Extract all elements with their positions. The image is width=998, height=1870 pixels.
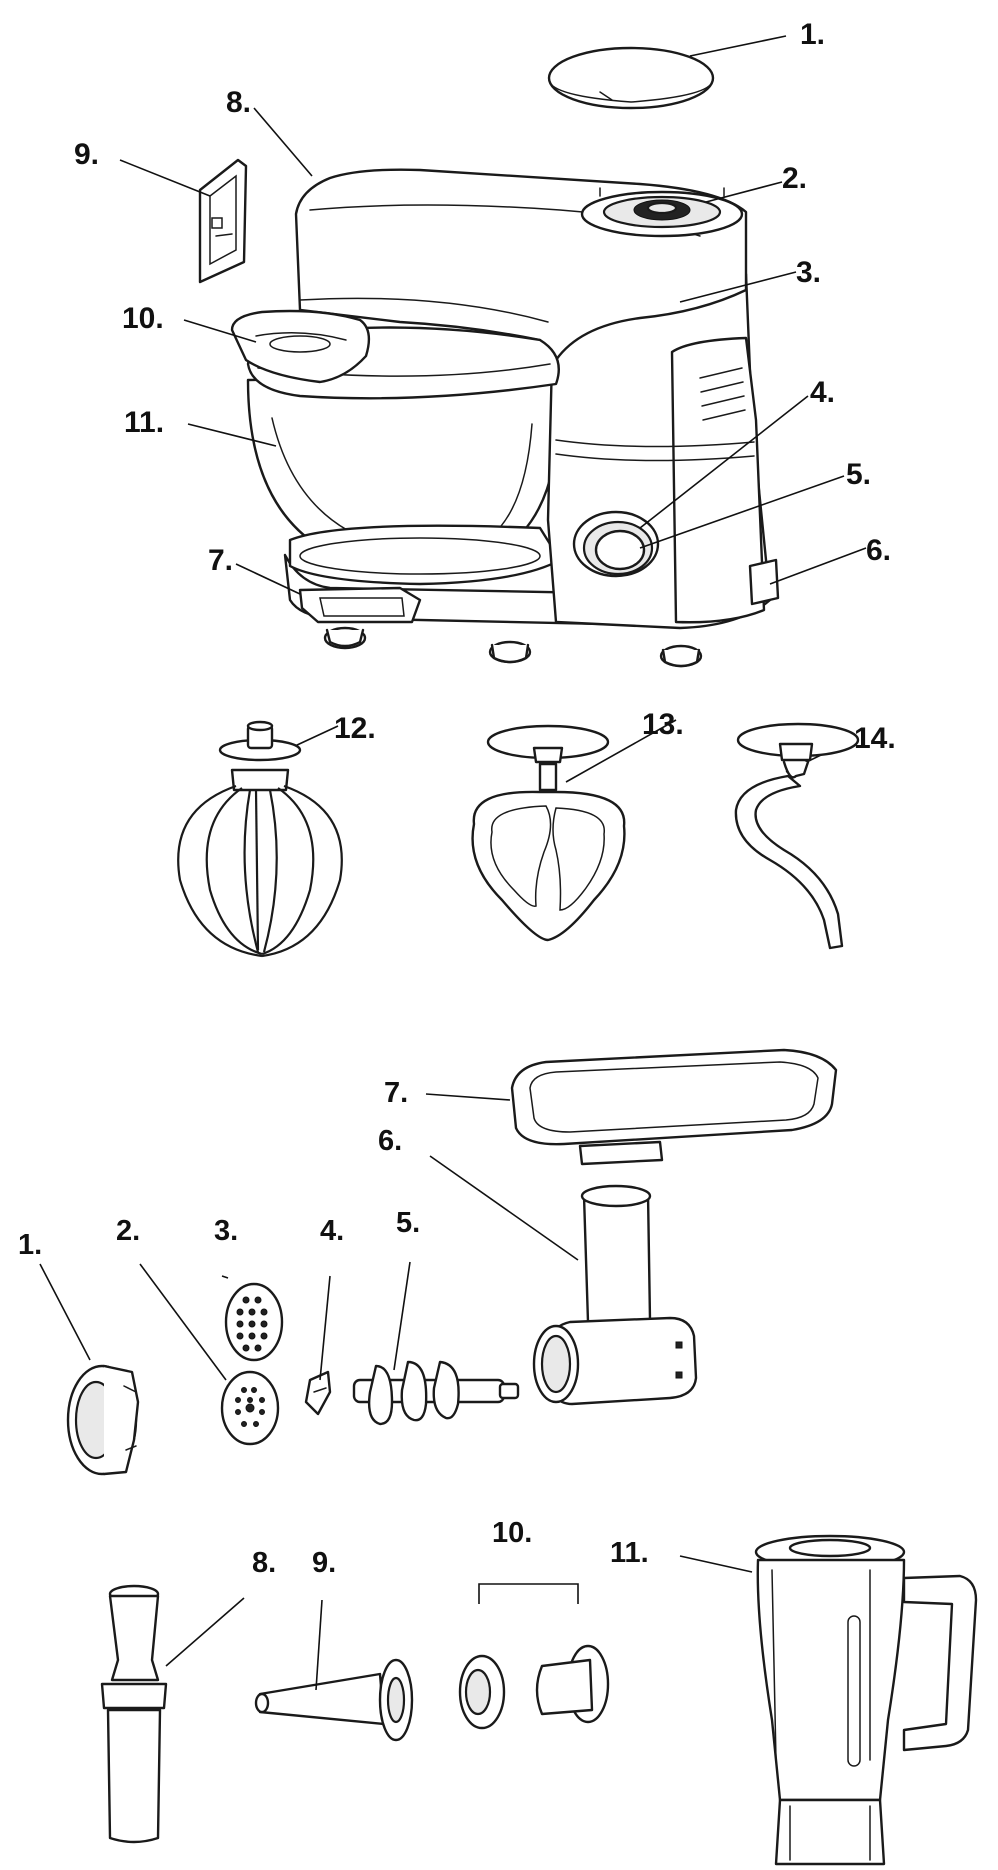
- grinder-label-7: 7.: [384, 1077, 408, 1109]
- grinder-label-2: 2.: [116, 1215, 140, 1247]
- grinder-label-group: 1. 2. 3. 4. 5. 6. 7. 8. 9. 10. 11.: [18, 1077, 649, 1579]
- grinder-part-2-fine-plate: [220, 1370, 280, 1446]
- grinder-label-10: 10.: [492, 1517, 532, 1549]
- mixer-label-group: 1. 2. 3. 4. 5. 6. 7. 8. 9. 10. 11. 12. 1…: [74, 18, 896, 755]
- mixer-part-14-dough-hook: [734, 722, 860, 950]
- grinder-label-3: 3.: [214, 1215, 238, 1247]
- grinder-label-6: 6.: [378, 1125, 402, 1157]
- grinder-part-11-blender-jug: [754, 1534, 978, 1866]
- grinder-label-11: 11.: [610, 1537, 649, 1569]
- mixer-part-1-top-cover: [547, 46, 715, 110]
- grinder-leaders: [39, 1093, 753, 1691]
- mixer-label-12: 12.: [334, 712, 376, 745]
- mixer-part-7-tilt-lever: [298, 586, 422, 624]
- mixer-label-8: 8.: [226, 86, 251, 119]
- grinder-part-1-ring-nut: [66, 1364, 140, 1476]
- mixer-part-9-outlet-cover: [198, 158, 248, 284]
- grinder-part-7-tray: [510, 1048, 838, 1166]
- mixer-label-11: 11.: [124, 406, 164, 439]
- grinder-part-10-kibbe-attachments: [458, 1583, 610, 1730]
- grinder-part-8-pusher: [100, 1584, 168, 1844]
- grinder-part-9-sausage-horn: [254, 1658, 414, 1742]
- grinder-label-5: 5.: [396, 1207, 420, 1239]
- grinder-part-6-body: [532, 1184, 698, 1406]
- mixer-label-1: 1.: [800, 18, 825, 51]
- mixer-label-5: 5.: [846, 458, 871, 491]
- mixer-part-13-flat-beater: [471, 724, 626, 942]
- grinder-label-4: 4.: [320, 1215, 344, 1247]
- mixer-label-13: 13.: [642, 708, 684, 741]
- mixer-part-4-5-speed-knob: [572, 510, 660, 578]
- grinder-part-4-blade: [304, 1370, 332, 1416]
- mixer-label-4: 4.: [810, 376, 835, 409]
- grinder-label-8: 8.: [252, 1547, 276, 1579]
- mixer-label-10: 10.: [122, 302, 164, 335]
- grinder-label-9: 9.: [312, 1547, 336, 1579]
- mixer-label-7: 7.: [208, 544, 233, 577]
- mixer-label-9: 9.: [74, 138, 99, 171]
- mixer-label-14: 14.: [854, 722, 896, 755]
- mixer-part-10-splash-guard: [230, 309, 560, 400]
- grinder-part-3-coarse-plate: [224, 1282, 284, 1362]
- mixer-part-11-bowl: [246, 374, 560, 576]
- mixer-head: [294, 168, 748, 362]
- mixer-part-12-whisk: [177, 720, 343, 958]
- mixer-label-2: 2.: [782, 162, 807, 195]
- grinder-part-5-auger: [352, 1360, 520, 1426]
- mixer-label-6: 6.: [866, 534, 891, 567]
- mixer-leaders: [119, 35, 867, 783]
- mixer-label-3: 3.: [796, 256, 821, 289]
- grinder-label-1: 1.: [18, 1229, 42, 1261]
